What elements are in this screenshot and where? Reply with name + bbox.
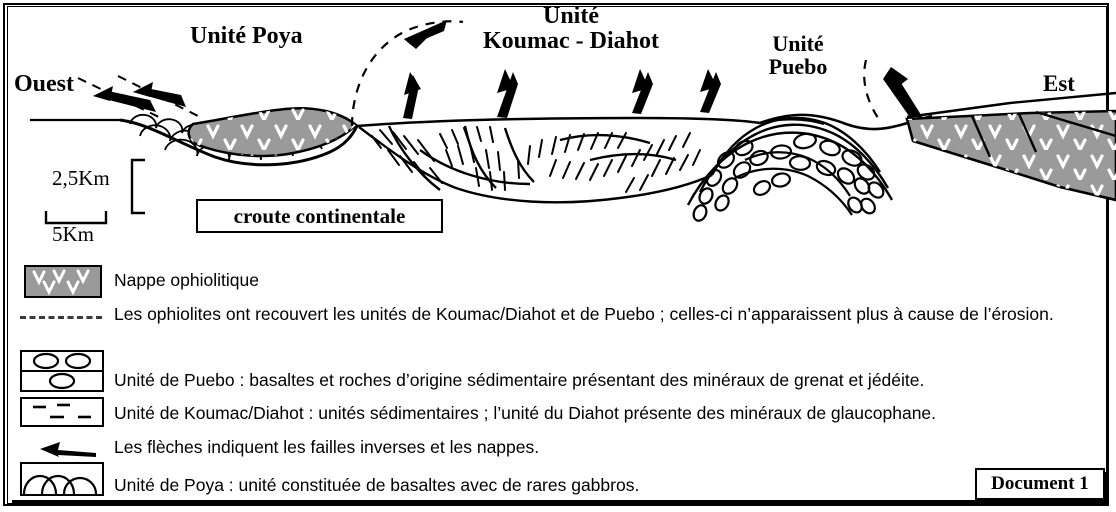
west-thrust-arrows	[93, 82, 186, 112]
label-unite-poya: Unité Poya	[190, 23, 303, 49]
page-outer-border	[3, 3, 1109, 506]
east-nappe-internal-faults	[970, 113, 1038, 158]
legend-label-eroded-ophiolites: Les ophiolites ont recouvert les unités …	[114, 304, 1054, 324]
puebo-ellipse-symbols	[692, 132, 885, 222]
legend-item-eroded-ophiolites: Les ophiolites ont recouvert les unités …	[12, 300, 1097, 360]
scale-bars	[44, 158, 145, 225]
poya-pillow-glyphs	[22, 474, 98, 495]
label-ouest: Ouest	[14, 71, 74, 97]
legend-symbol-poya	[12, 462, 104, 498]
thrust-arrow-4	[700, 69, 721, 113]
geological-cross-section	[30, 20, 1116, 222]
legend-symbol-koumac-diahot	[12, 395, 104, 429]
croute-continentale-box: croute continentale	[196, 199, 443, 233]
nappe-arrow-top-left	[404, 20, 447, 49]
label-puebo-line1: Unité	[772, 31, 824, 56]
legend-item-poya: Unité de Poya : unité constituée de basa…	[12, 462, 1097, 502]
schist-foliation	[371, 126, 701, 193]
thrust-arrow-1	[403, 72, 421, 119]
label-unite-koumac-diahot: Unité Koumac - Diahot	[471, 3, 671, 55]
thrust-arrow-icon	[40, 442, 96, 457]
legend-item-puebo: Unité de Puebo : basaltes et roches d’or…	[12, 350, 1097, 395]
label-koumac-line1: Unité	[543, 3, 599, 29]
croute-continentale-label: croute continentale	[233, 203, 406, 228]
schist-fold-traces	[387, 125, 677, 191]
thrust-arrow-2	[497, 69, 518, 118]
label-puebo-line2: Puebo	[768, 54, 828, 80]
legend-symbol-ophiolite	[12, 262, 104, 298]
legend-symbol-arrow	[12, 430, 104, 464]
legend-label-arrow: Les flèches indiquent les failles invers…	[114, 437, 540, 457]
page-bottom-shadow-bar	[12, 500, 992, 505]
document-badge-label: Document 1	[991, 473, 1089, 494]
legend-label-koumac-diahot: Unité de Koumac/Diahot : unités sédiment…	[114, 403, 937, 423]
label-koumac-line2: Koumac - Diahot	[483, 28, 659, 55]
legend-label-poya: Unité de Poya : unité constituée de basa…	[114, 475, 640, 495]
label-unite-puebo: Unité Puebo	[738, 32, 858, 78]
puebo-ellipse-glyphs	[32, 352, 92, 390]
legend: Nappe ophiolitique Les ophiolites ont re…	[12, 262, 1097, 502]
nappe-arrow-east	[883, 67, 923, 118]
legend-symbol-puebo	[12, 350, 104, 394]
label-est: Est	[1043, 71, 1075, 96]
ophiolite-v-glyphs	[32, 269, 90, 296]
document-badge: Document 1	[975, 468, 1105, 500]
eroded-ophiolite-trace-east	[863, 59, 879, 119]
scale-vertical-label: 2,5Km	[52, 166, 110, 190]
thrust-arrow-3	[632, 69, 653, 114]
koumac-dash-glyphs	[33, 403, 91, 419]
legend-item-ophiolite: Nappe ophiolitique	[12, 262, 1097, 300]
legend-label-puebo: Unité de Puebo : basaltes et roches d’or…	[114, 370, 925, 390]
scale-horizontal-label: 5Km	[52, 222, 94, 246]
legend-label-ophiolite: Nappe ophiolitique	[114, 270, 259, 290]
legend-item-arrow: Les flèches indiquent les failles invers…	[12, 430, 1097, 464]
legend-symbol-dashed-line	[12, 300, 104, 334]
legend-item-koumac-diahot: Unité de Koumac/Diahot : unités sédiment…	[12, 395, 1097, 430]
